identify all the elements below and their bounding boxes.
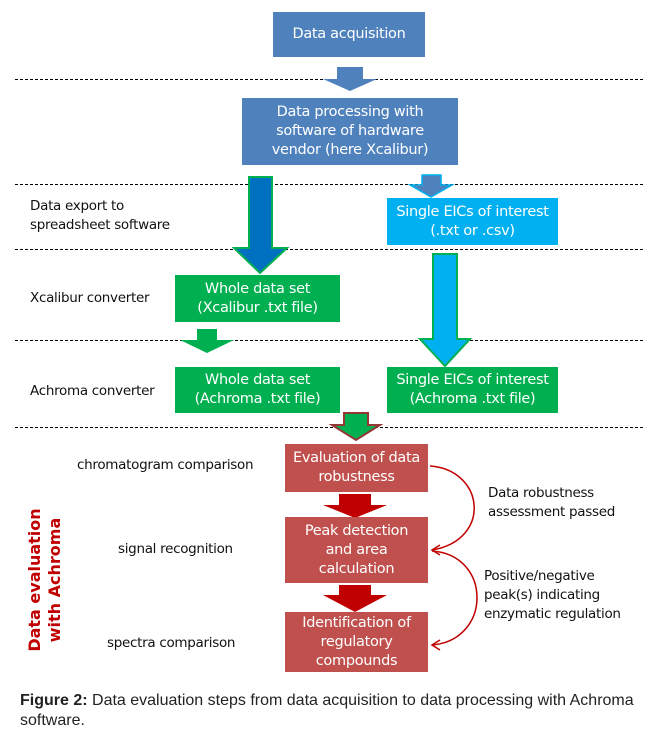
box-label: (Xcalibur .txt file): [197, 299, 318, 316]
box-label: Data acquisition: [292, 26, 406, 42]
feedback-arrowhead-robustness: [430, 544, 441, 556]
box-label: and area: [325, 541, 388, 558]
arrow-xcalibur-to-achroma: [180, 329, 234, 353]
box-label: Single EICs of interest: [396, 372, 549, 388]
figure-caption: Figure 2: Data evaluation steps from dat…: [20, 691, 650, 731]
arrow-evaluation-to-peak: [323, 494, 387, 518]
box-label: Peak detection: [304, 522, 409, 539]
row-label-achroma-converter: Achroma converter: [30, 383, 155, 399]
side-label-text: Data evaluation with Achroma: [25, 508, 65, 651]
box-data-acquisition: Data acquisition: [273, 12, 425, 57]
box-label: Evaluation of data: [293, 450, 420, 466]
row-label-spectra-comparison: spectra comparison: [107, 635, 236, 651]
feedback-arrow-robustness: [429, 465, 475, 551]
box-label: (.txt or .csv): [430, 222, 515, 239]
separator-line: [15, 184, 643, 185]
arrow-processing-to-whole-data: [231, 176, 290, 275]
box-label: Whole data set: [204, 372, 311, 388]
row-label-signal-recognition: signal recognition: [118, 541, 233, 557]
row-label-xcalibur-converter: Xcalibur converter: [30, 290, 150, 306]
separator-line: [15, 340, 643, 341]
arrow-single-eics-to-achroma: [417, 253, 473, 368]
box-label: (Achroma .txt file): [409, 391, 536, 407]
row-label-data-export: Data export to spreadsheet software: [30, 197, 170, 235]
separator-line: [15, 427, 643, 428]
label-line: Positive/negative: [484, 568, 595, 584]
label-line: assessment passed: [488, 504, 615, 520]
separator-line: [15, 249, 643, 250]
box-label: regulatory: [320, 633, 393, 650]
label-line: peak(s) indicating: [484, 587, 600, 603]
feedback-label-robustness-passed: Data robustness assessment passed: [488, 484, 615, 522]
side-label-line: with Achroma: [45, 517, 64, 643]
label-line: Data robustness: [488, 485, 594, 501]
box-label: vendor (here Xcalibur): [271, 142, 429, 158]
box-data-processing: Data processing with software of hardwar…: [242, 98, 458, 165]
side-label-line: Data evaluation: [25, 508, 44, 652]
box-label: calculation: [318, 560, 395, 577]
box-label: Data processing with: [276, 104, 424, 120]
box-label: robustness: [318, 469, 395, 485]
box-label: software of hardware: [276, 123, 424, 139]
arrow-processing-to-single-eics: [407, 174, 455, 198]
row-label-chromatogram-comparison: chromatogram comparison: [77, 457, 254, 473]
box-identification: Identification of regulatory compounds: [285, 612, 428, 672]
arrow-peak-to-identification: [323, 585, 387, 612]
label-line: spreadsheet software: [30, 217, 170, 233]
box-label: (Achroma .txt file): [194, 391, 321, 407]
box-single-eics-raw: Single EICs of interest (.txt or .csv): [387, 198, 558, 245]
box-label: Whole data set: [204, 280, 311, 297]
box-label: Identification of: [302, 614, 411, 631]
label-line: enzymatic regulation: [484, 606, 621, 622]
box-single-eics-achroma: Single EICs of interest (Achroma .txt fi…: [387, 367, 558, 413]
box-evaluation-robustness: Evaluation of data robustness: [285, 444, 428, 492]
box-whole-data-xcalibur: Whole data set (Xcalibur .txt file): [175, 275, 340, 322]
box-label: compounds: [315, 652, 398, 669]
caption-prefix: Figure 2:: [20, 692, 88, 709]
feedback-arrowhead-regulation: [430, 639, 441, 651]
box-whole-data-achroma: Whole data set (Achroma .txt file): [175, 367, 340, 413]
caption-text: Data evaluation steps from data acquisit…: [20, 692, 634, 729]
label-line: Data export to: [30, 198, 124, 214]
feedback-label-positive-negative: Positive/negative peak(s) indicating enz…: [484, 567, 621, 624]
feedback-arrow-regulation: [431, 550, 478, 646]
separator-line: [15, 79, 643, 80]
box-label: Single EICs of interest: [396, 203, 549, 220]
side-label-data-evaluation: Data evaluation with Achroma: [20, 505, 70, 655]
box-peak-detection: Peak detection and area calculation: [285, 517, 428, 583]
